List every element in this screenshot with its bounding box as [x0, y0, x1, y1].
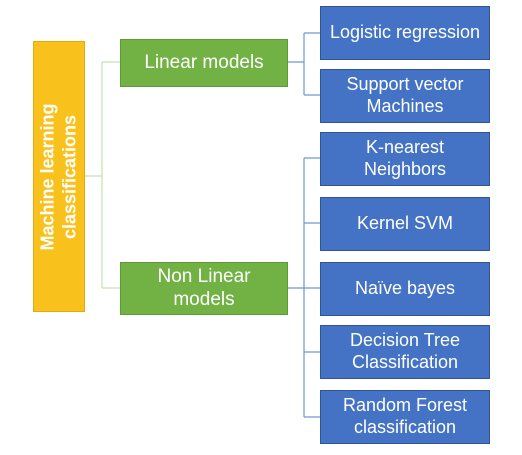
connector-nonlinear-children: [288, 157, 320, 418]
leaf-kernel-svm: Kernel SVM: [320, 197, 490, 251]
leaf-random-forest-classification: Random Forest classification: [320, 390, 490, 444]
root-node: Machine learning classifications: [33, 41, 85, 312]
leaf-k-nearest-neighbors: K-nearest Neighbors: [320, 132, 490, 186]
connector-root-to-categories: [85, 61, 120, 289]
category-linear-models: Linear models: [120, 39, 288, 87]
leaf-decision-tree-classification: Decision Tree Classification: [320, 325, 490, 379]
category-non-linear-models: Non Linear models: [120, 262, 288, 315]
connector-linear-children: [288, 32, 320, 96]
root-node-label: Machine learning classifications: [37, 102, 79, 251]
leaf-logistic-regression: Logistic regression: [320, 6, 490, 60]
leaf-support-vector-machines: Support vector Machines: [320, 69, 490, 123]
leaf-naive-bayes: Naïve bayes: [320, 262, 490, 316]
